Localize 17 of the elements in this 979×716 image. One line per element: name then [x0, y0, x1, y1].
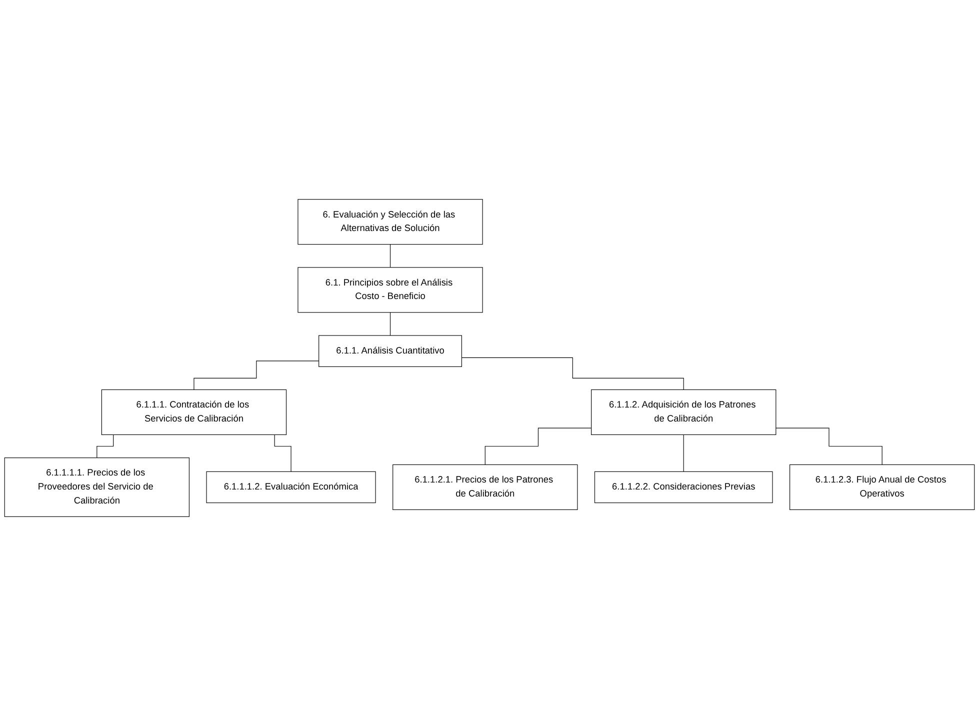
node-box: 6.1.1.2.1. Precios de los Patrones de Calibración — [392, 464, 578, 510]
node-box: 6.1.1.1.1. Precios de los Proveedores del Servicio de Calibración — [4, 458, 190, 517]
node-box: 6.1.1. Análisis Cuantitativo — [318, 335, 462, 367]
node-box: 6.1. Principios sobre el Análisis Costo - Beneficio — [298, 267, 483, 313]
node-box: 6. Evaluación y Selección de las Alternativas de Solución — [298, 199, 483, 245]
node-box: 6.1.1.1.2. Evaluación Económica — [206, 471, 376, 504]
node-box: 6.1.1.2.3. Flujo Anual de Costos Operativos — [790, 464, 975, 510]
node-box: 6.1.1.1. Contratación de los Servicios de Calibración — [101, 389, 287, 435]
connector — [484, 428, 592, 465]
node-box: 6.1.1.2. Adquisición de los Patrones de Calibración — [591, 389, 776, 435]
connector — [461, 357, 684, 390]
connector — [194, 360, 320, 390]
connector — [390, 312, 391, 336]
connector — [683, 434, 684, 472]
connector — [390, 244, 391, 268]
connector — [776, 428, 882, 465]
node-box: 6.1.1.2.2. Consideraciones Previas — [594, 471, 773, 504]
